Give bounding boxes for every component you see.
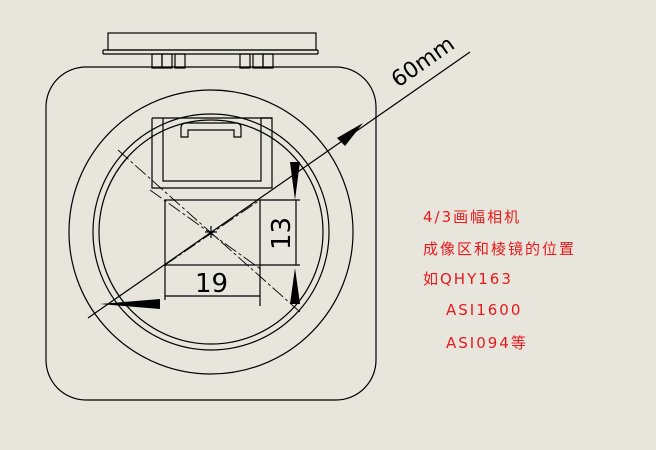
mount-bore-ring [98,119,324,345]
note-line-4: ASI1600 [446,301,523,319]
mount-inner-ring [92,113,330,351]
prism-handle [180,122,242,138]
note-line-3: 如QHY163 [423,270,513,288]
note-line-5: ASI094等 [446,334,528,352]
center-lines [117,149,301,313]
dimension-arrows [100,123,363,309]
note-line-2: 成像区和棱镜的位置 [423,240,577,258]
width-dimension-label: 19 [195,269,228,299]
note-line-1: 4/3画幅相机 [423,208,522,226]
height-dimension-label: 13 [267,217,297,250]
top-flange [107,32,317,51]
diameter-dimension-label: 60mm [387,32,459,93]
diameter-leader-line [87,51,471,319]
sensor-area [164,199,261,266]
camera-body-outline [45,66,377,401]
flange-tabs [151,53,274,69]
mount-outer-ring [68,89,354,375]
